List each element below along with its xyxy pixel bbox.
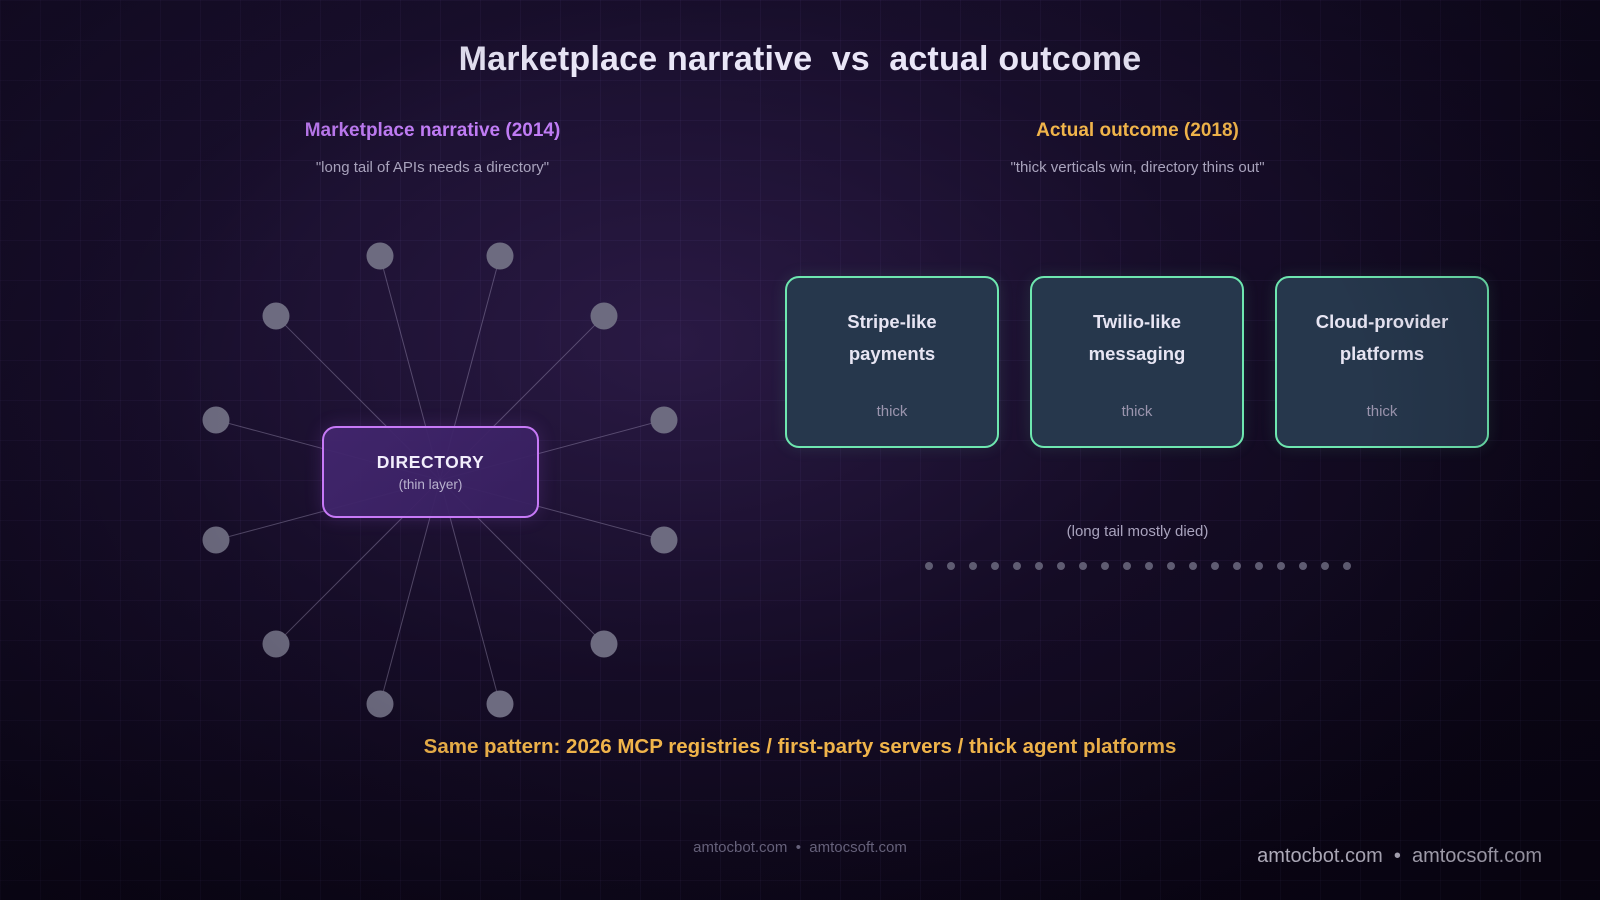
long-tail-dot — [1342, 562, 1351, 570]
long-tail-dot — [968, 562, 977, 570]
spoke-node — [650, 526, 678, 554]
directory-title: DIRECTORY — [376, 452, 485, 472]
spoke-node — [486, 690, 514, 718]
spoke-node — [486, 242, 514, 270]
long-tail-dot — [1122, 562, 1131, 570]
spoke-node — [650, 406, 678, 434]
hub-and-spoke-diagram: DIRECTORY (thin layer) — [202, 242, 678, 718]
long-tail-dot — [1166, 562, 1175, 570]
spoke-node — [590, 302, 618, 330]
spoke-node — [202, 406, 230, 434]
long-tail-dot — [1100, 562, 1109, 570]
long-tail-dot — [1254, 562, 1263, 570]
long-tail-dot — [1188, 562, 1197, 570]
long-tail-dot — [1078, 562, 1087, 570]
long-tail-dot — [1056, 562, 1065, 570]
long-tail-dot — [1034, 562, 1043, 570]
spoke-node — [366, 242, 394, 270]
right-column-heading: Actual outcome (2018) — [1036, 120, 1239, 141]
long-tail-dot — [1320, 562, 1329, 570]
long-tail-dot — [924, 562, 933, 570]
long-tail-dot — [1012, 562, 1021, 570]
right-column-subheading: "thick verticals win, directory thins ou… — [1010, 159, 1265, 176]
long-tail-dot — [1232, 562, 1241, 570]
spoke-node — [262, 630, 290, 658]
long-tail-dot — [1276, 562, 1285, 570]
long-tail-label: (long tail mostly died) — [1066, 523, 1209, 540]
long-tail-dots — [860, 562, 1415, 570]
long-tail-dot — [1210, 562, 1219, 570]
directory-node: DIRECTORY (thin layer) — [322, 426, 539, 518]
directory-subtitle: (thin layer) — [398, 477, 463, 492]
thick-card-tag: thick — [1366, 403, 1398, 420]
thick-card-tag: thick — [876, 403, 908, 420]
spoke-node — [366, 690, 394, 718]
long-tail-dot — [946, 562, 955, 570]
long-tail-dot — [1298, 562, 1307, 570]
spoke-node — [590, 630, 618, 658]
spoke-node — [202, 526, 230, 554]
footer-right: amtocbot.com • amtocsoft.com — [1257, 845, 1542, 867]
spoke-node — [262, 302, 290, 330]
long-tail-dot — [990, 562, 999, 570]
thick-card-tag: thick — [1121, 403, 1153, 420]
tagline: Same pattern: 2026 MCP registries / firs… — [423, 735, 1177, 758]
long-tail-dot — [1144, 562, 1153, 570]
